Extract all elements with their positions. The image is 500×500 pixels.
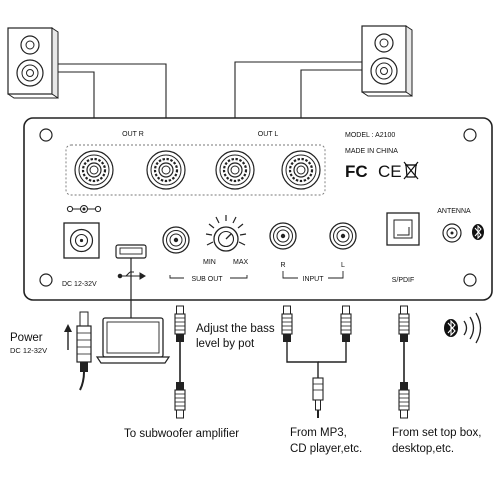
input-l-label: L bbox=[341, 262, 345, 269]
pot-min-label: MIN bbox=[203, 259, 216, 266]
out-l-label: OUT L bbox=[258, 131, 279, 138]
mp3-callout-line2: CD player,etc. bbox=[290, 443, 362, 455]
speaker-icon bbox=[7, 27, 59, 99]
power-plug-icon bbox=[76, 311, 92, 391]
input-label: INPUT bbox=[303, 276, 325, 283]
usb-icon[interactable] bbox=[115, 244, 147, 259]
rca-plug-icon bbox=[281, 305, 293, 343]
sub-out-label: SUB OUT bbox=[191, 276, 223, 283]
potentiometer-icon[interactable] bbox=[205, 215, 247, 252]
input-r-label: R bbox=[280, 262, 285, 269]
input-bracket bbox=[282, 271, 344, 279]
dc-label: DC 12-32V bbox=[62, 281, 97, 288]
mp3-callout: From MP3, bbox=[290, 427, 347, 439]
rca-jack-icon[interactable] bbox=[162, 226, 190, 254]
power-voltage-callout: DC 12-32V bbox=[10, 346, 47, 355]
rca-plug-icon bbox=[398, 305, 410, 343]
antenna-label: ANTENNA bbox=[437, 208, 471, 215]
rca-jack-icon[interactable] bbox=[329, 222, 357, 250]
binding-post-icon[interactable] bbox=[145, 149, 187, 191]
panel-screw-holes bbox=[39, 128, 477, 287]
model-label: MODEL : A2100 bbox=[345, 132, 395, 139]
optical-jack-icon[interactable] bbox=[386, 212, 420, 246]
out-r-label: OUT R bbox=[122, 131, 144, 138]
stb-callout: From set top box, bbox=[392, 427, 481, 439]
pot-max-label: MAX bbox=[233, 259, 249, 266]
usb-symbol-icon bbox=[117, 271, 146, 280]
antenna-jack-icon[interactable] bbox=[442, 223, 462, 243]
made-in-label: MADE IN CHINA bbox=[345, 148, 398, 155]
weee-icon bbox=[403, 161, 419, 180]
rca-plug-icon bbox=[340, 305, 352, 343]
speaker-icon bbox=[361, 25, 413, 97]
power-callout: Power bbox=[10, 332, 43, 344]
spdif-label: S/PDIF bbox=[392, 277, 415, 284]
laptop-icon bbox=[95, 317, 171, 364]
bass-callout-line2: level by pot bbox=[196, 338, 255, 350]
bluetooth-signal-icon bbox=[444, 312, 482, 344]
ce-mark: CE bbox=[378, 162, 402, 181]
rca-plug-icon bbox=[174, 381, 186, 419]
rca-plug-icon bbox=[174, 305, 186, 343]
input-y-cable bbox=[281, 305, 352, 418]
stb-callout-line2: desktop,etc. bbox=[392, 443, 454, 455]
subwoofer-cable bbox=[174, 305, 186, 419]
bass-callout: Adjust the bass bbox=[196, 323, 275, 335]
dc-polarity-icon bbox=[66, 205, 102, 213]
binding-post-icon[interactable] bbox=[214, 149, 256, 191]
rca-jack-icon[interactable] bbox=[269, 222, 297, 250]
speaker-output-group bbox=[65, 144, 326, 196]
up-arrow-icon bbox=[64, 324, 72, 350]
subwoofer-callout: To subwoofer amplifier bbox=[124, 428, 239, 440]
dc-jack-icon[interactable] bbox=[63, 222, 100, 259]
binding-post-icon[interactable] bbox=[73, 149, 115, 191]
bluetooth-icon bbox=[472, 224, 484, 240]
optical-cable bbox=[398, 305, 410, 419]
sub-out-bracket bbox=[169, 275, 248, 279]
rca-plug-icon bbox=[398, 381, 410, 419]
binding-post-icon[interactable] bbox=[280, 149, 322, 191]
fc-mark: FC bbox=[345, 162, 368, 181]
